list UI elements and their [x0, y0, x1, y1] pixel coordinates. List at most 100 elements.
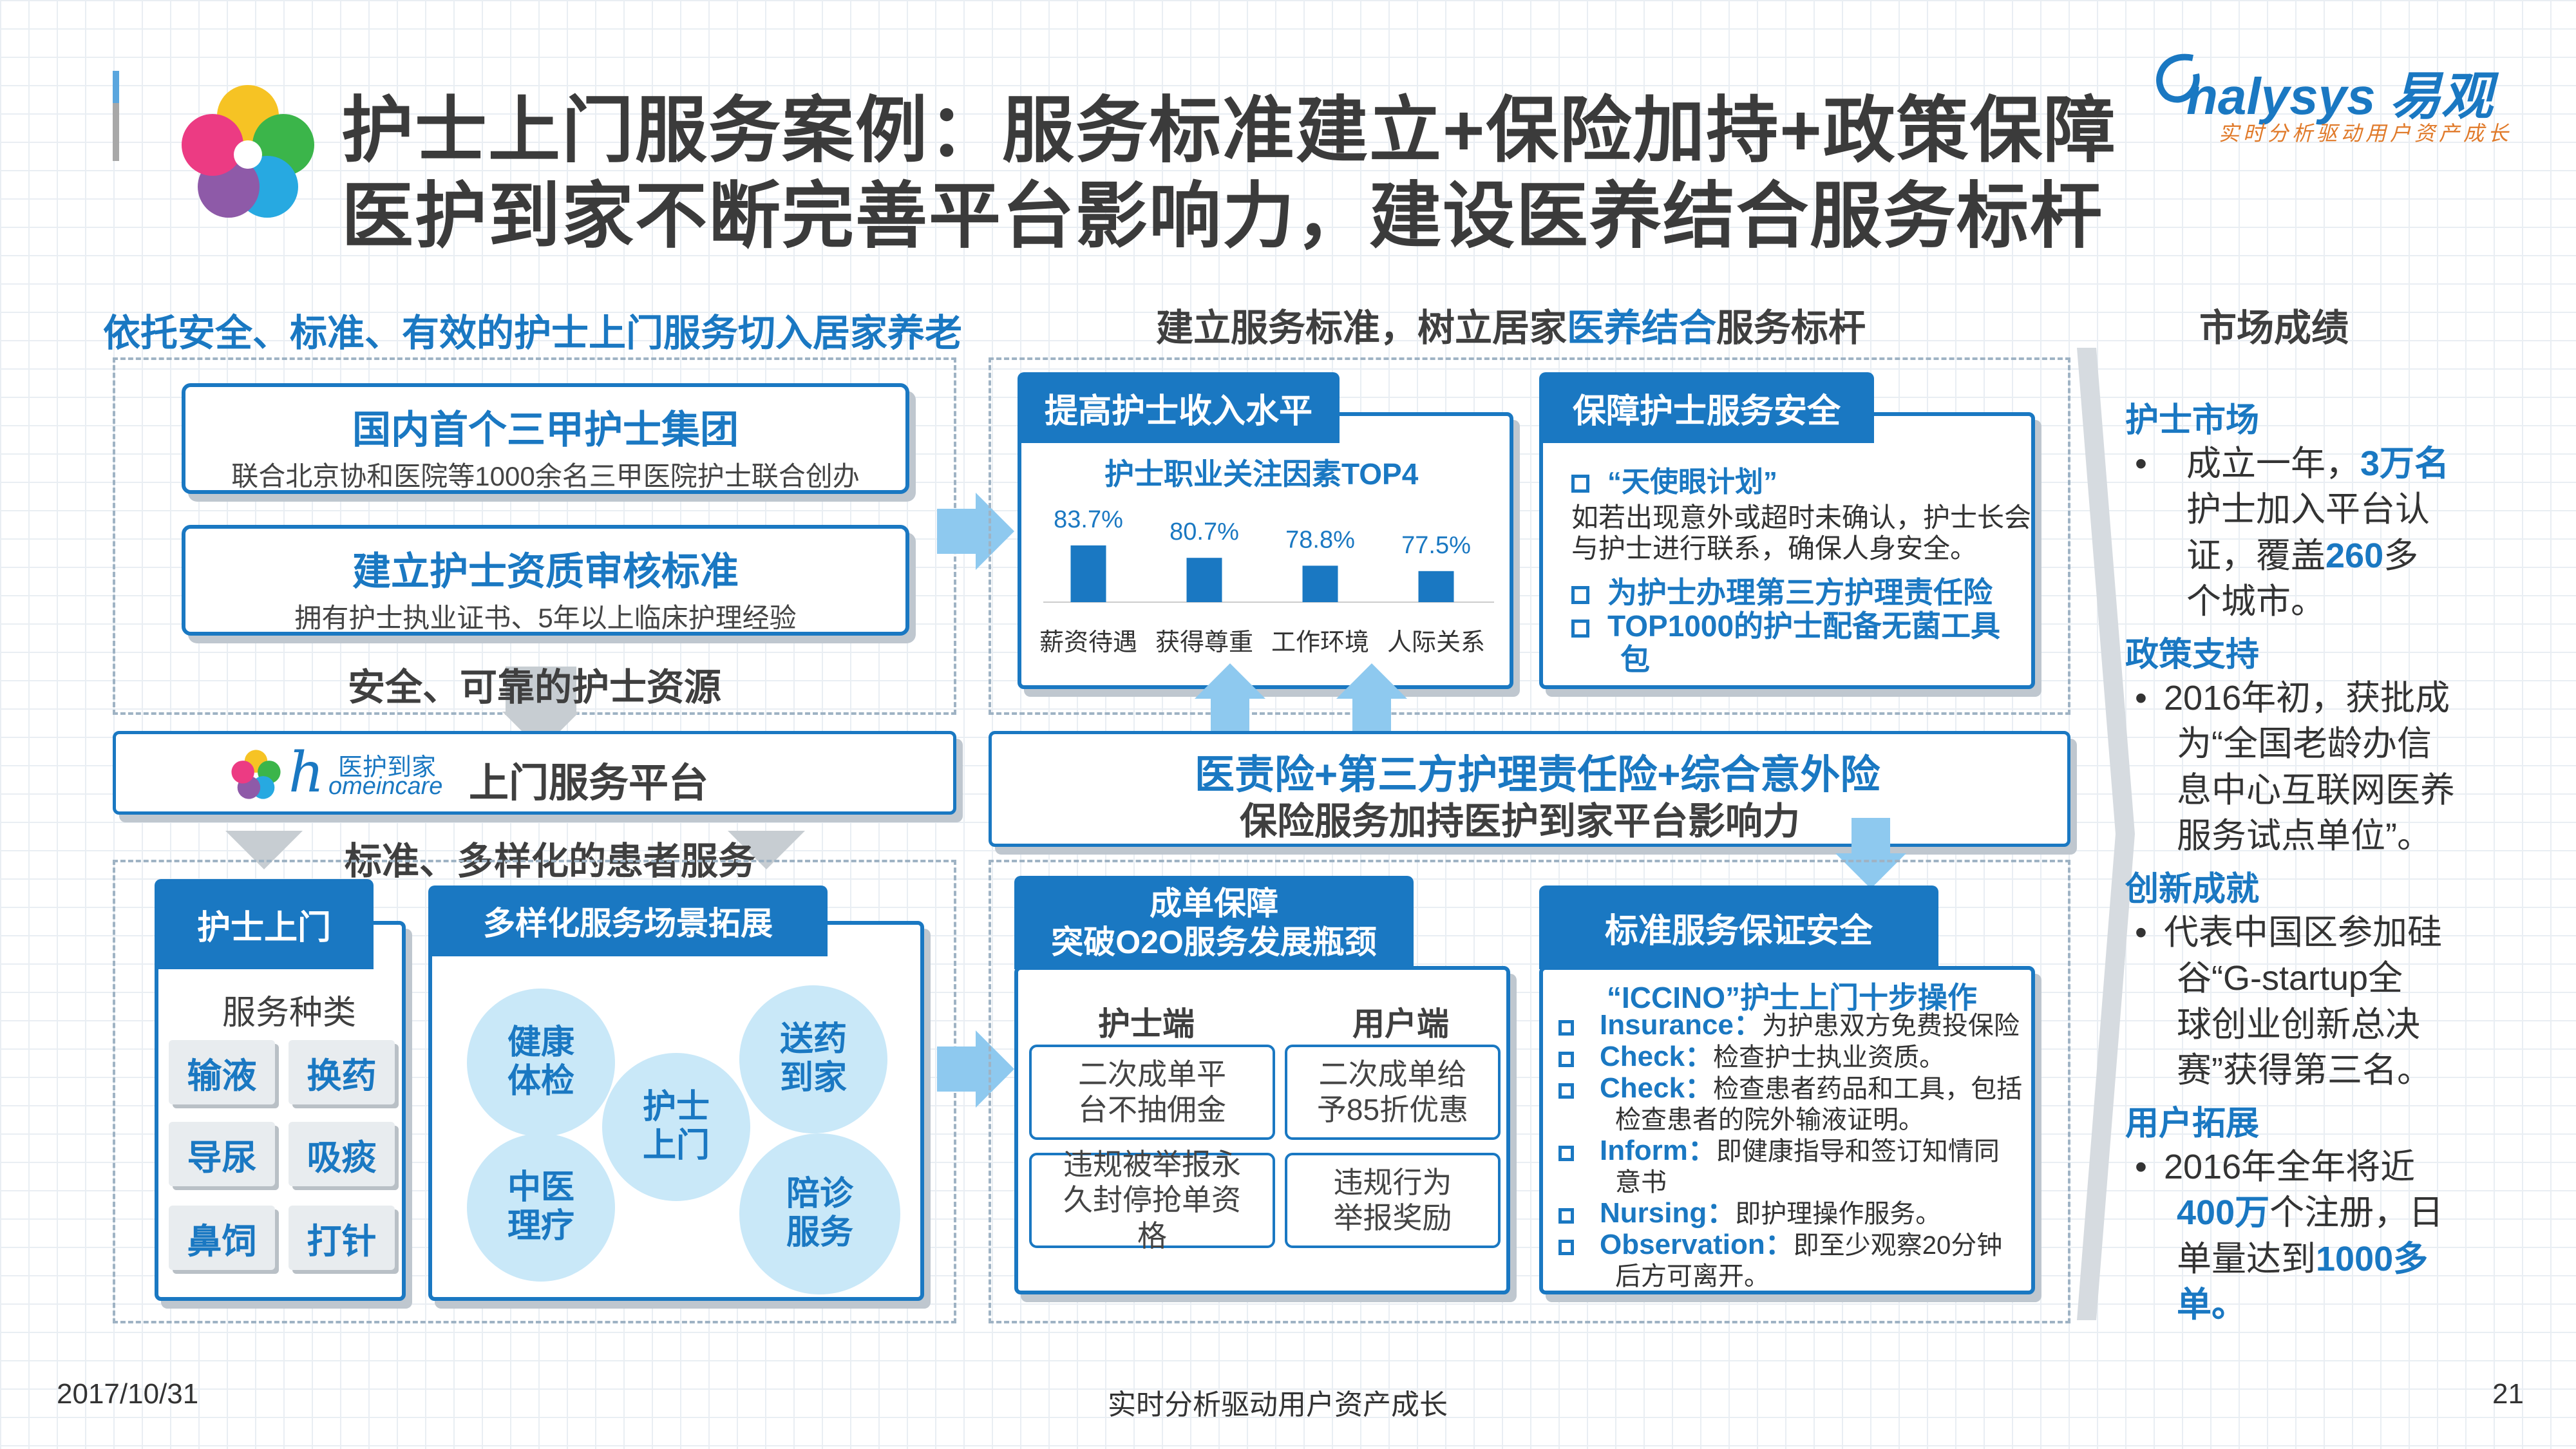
chart-category-label: 工作环境: [1271, 629, 1369, 656]
checkbox-icon: [1558, 1240, 1574, 1255]
service-type-suction: 吸痰: [289, 1122, 395, 1186]
checkbox-icon: [1571, 586, 1589, 604]
brand-slogan: 实时分析驱动用户资产成长: [2219, 122, 2513, 145]
middle-heading-post: 服务标杆: [1716, 307, 1866, 349]
left-down-arrow-gray-2: [728, 831, 805, 869]
left-heading: 依托安全、标准、有效的护士上门服务切入居家养老: [103, 312, 963, 354]
safety-tab: 保障护士服务安全: [1539, 372, 1874, 443]
bubble-escort-service: 陪诊服务: [739, 1133, 900, 1294]
checkbox-icon: [1558, 1146, 1574, 1161]
iccino-value: 为护患双方免费投保险: [1761, 1012, 2020, 1040]
checkbox-icon: [1558, 1052, 1574, 1067]
platform-logo-sub: omeincare: [328, 773, 443, 800]
left-bottom-dashed-box: [113, 860, 956, 1323]
innovation-head: 创新成就: [2125, 871, 2260, 909]
checkbox-icon: [1558, 1083, 1574, 1099]
policy-head: 政策支持: [2125, 636, 2260, 674]
checkbox-icon: [1571, 475, 1589, 493]
o2o-tab-line1: 成单保障: [1150, 885, 1278, 922]
resource-label: 安全、可靠的护士资源: [348, 667, 722, 708]
insurance-line1: 医责险+第三方护理责任险+综合意外险: [1195, 753, 1880, 797]
arrow-to-middle-bottom-head: [976, 1030, 1014, 1108]
angel-plan-desc1: 如若出现意外或超时未确认，护士长会: [1571, 502, 2032, 533]
bullet-dot: •: [2135, 1148, 2147, 1187]
page-title-line1: 护士上门服务案例：服务标准建立+保险加持+政策保障: [341, 90, 2117, 171]
service-type-dressing: 换药: [289, 1040, 395, 1104]
bullet-dot: •: [2135, 679, 2147, 718]
insurance-line2: 保险服务加持医护到家平台影响力: [1240, 800, 1801, 842]
iccino-value: 意书: [1615, 1168, 1667, 1197]
middle-heading: 建立服务标准，树立居家医养结合服务标杆: [1156, 298, 1866, 352]
platform-label: 上门服务平台: [469, 761, 709, 806]
chart-bar: [1186, 558, 1222, 602]
service-type-nasal-feed: 鼻饲: [169, 1206, 275, 1270]
chart-category-label: 获得尊重: [1155, 629, 1253, 656]
card2-subtitle: 拥有护士执业证书、5年以上临床护理经验: [294, 603, 797, 633]
iccino-key: Check：: [1600, 1072, 1714, 1104]
iccino-value: 检查患者药品和工具，包括: [1713, 1075, 2023, 1103]
middle-bottom-dashed-box: [989, 860, 2070, 1323]
iccino-item: Check：检查患者药品和工具，包括: [1558, 1073, 2029, 1104]
title-accent-bar-gray: [113, 103, 119, 161]
nurse-side-label: 护士端: [1098, 1006, 1195, 1042]
card1-title: 国内首个三甲护士集团: [352, 408, 739, 451]
safety-bullet-2-cont: 包: [1620, 643, 1650, 676]
down-arrow-body: [1852, 818, 1890, 853]
chart-data-label: 80.7%: [1170, 518, 1239, 545]
iccino-item: Insurance：为护患双方免费投保险: [1558, 1010, 2029, 1041]
innovation-item: • 代表中国区参加硅 谷“G-startup全 球创业创新总决 赛”获得第三名。: [2125, 910, 2550, 1094]
checkbox-icon: [1571, 620, 1589, 638]
iccino-key: Nursing：: [1600, 1197, 1736, 1229]
iccino-item: Inform：即健康指导和签订知情同: [1558, 1135, 2029, 1167]
chart-data-label: 78.8%: [1285, 526, 1355, 553]
right-chevron-divider: [2077, 348, 2135, 1320]
iccino-item: 检查患者的院外输液证明。: [1558, 1104, 2029, 1135]
chart-bar: [1302, 565, 1338, 602]
bullet-dot: •: [2135, 444, 2147, 483]
down-arrow-head: [1835, 853, 1906, 889]
service-type-infusion: 输液: [169, 1040, 275, 1104]
nurse-visit-tab: 护士上门: [155, 879, 374, 969]
chart-data-label: 83.7%: [1054, 506, 1123, 533]
platform-clover-icon: [231, 750, 281, 799]
chart-bar: [1070, 545, 1106, 602]
chart-bar: [1418, 571, 1454, 602]
footer-page-number: 21: [2492, 1378, 2524, 1410]
iccino-item: 后方可离开。: [1558, 1261, 2029, 1292]
o2o-box-nurse-commission: 二次成单平台不抽佣金: [1029, 1045, 1275, 1140]
service-types-label: 服务种类: [222, 994, 357, 1032]
right-achievements: 护士市场 • 成立一年，3万名 护士加入平台认 证，覆盖260多 个城市。 政策…: [2125, 393, 2550, 1328]
platform-logo-h-icon: h: [289, 741, 325, 805]
safety-bullet-1: 为护士办理第三方护理责任险: [1571, 569, 1993, 612]
service-type-injection: 打针: [289, 1206, 395, 1270]
page-title-line2: 医护到家不断完善平台影响力，建设医养结合服务标杆: [341, 176, 2103, 256]
iccino-item: 意书: [1558, 1167, 2029, 1198]
up-arrow-1-head: [1195, 663, 1265, 699]
brand-logo-text: nalysys 易观: [2186, 68, 2493, 125]
iccino-value: 检查护士执业资质。: [1713, 1043, 1946, 1072]
o2o-box-user-discount: 二次成单给予85折优惠: [1285, 1045, 1501, 1140]
analysys-swoosh-icon: [2148, 45, 2206, 109]
o2o-panel: [1014, 966, 1510, 1294]
bubble-medicine-delivery: 送药到家: [739, 985, 887, 1133]
card2-title: 建立护士资质审核标准: [352, 550, 739, 593]
card-first-nurse-group: 国内首个三甲护士集团 联合北京协和医院等1000余名三甲医院护士联合创办: [182, 383, 909, 494]
card1-subtitle: 联合北京协和医院等1000余名三甲医院护士联合创办: [231, 461, 860, 491]
income-tab: 提高护士收入水平: [1018, 372, 1340, 443]
market-head: 护士市场: [2125, 402, 2260, 439]
footer-slogan: 实时分析驱动用户资产成长: [1108, 1389, 1448, 1421]
policy-item: • 2016年初，获批成 为“全国老龄办信 息中心互联网医养 服务试点单位”。: [2125, 676, 2550, 859]
o2o-tab-line2: 突破O2O服务发展瓶颈: [1051, 923, 1377, 960]
iccino-key: Inform：: [1600, 1135, 1716, 1166]
middle-top-dashed-box: [989, 357, 2070, 715]
chart-category-label: 人际关系: [1387, 629, 1485, 656]
iccino-value: 即至少观察20分钟: [1793, 1231, 2003, 1260]
card-qualification-standard: 建立护士资质审核标准 拥有护士执业证书、5年以上临床护理经验: [182, 525, 909, 636]
standard-tab: 标准服务保证安全: [1539, 886, 1938, 969]
bubble-health-check: 健康体检: [467, 989, 615, 1137]
footer-date: 2017/10/31: [57, 1378, 199, 1410]
iccino-item: Nursing：即护理操作服务。: [1558, 1198, 2029, 1229]
clover-logo-icon: [182, 85, 314, 218]
user-growth-item: • 2016年全年将近 400万个注册，日 单量达到1000多 单。: [2125, 1144, 2550, 1328]
checkbox-icon: [1558, 1020, 1574, 1036]
